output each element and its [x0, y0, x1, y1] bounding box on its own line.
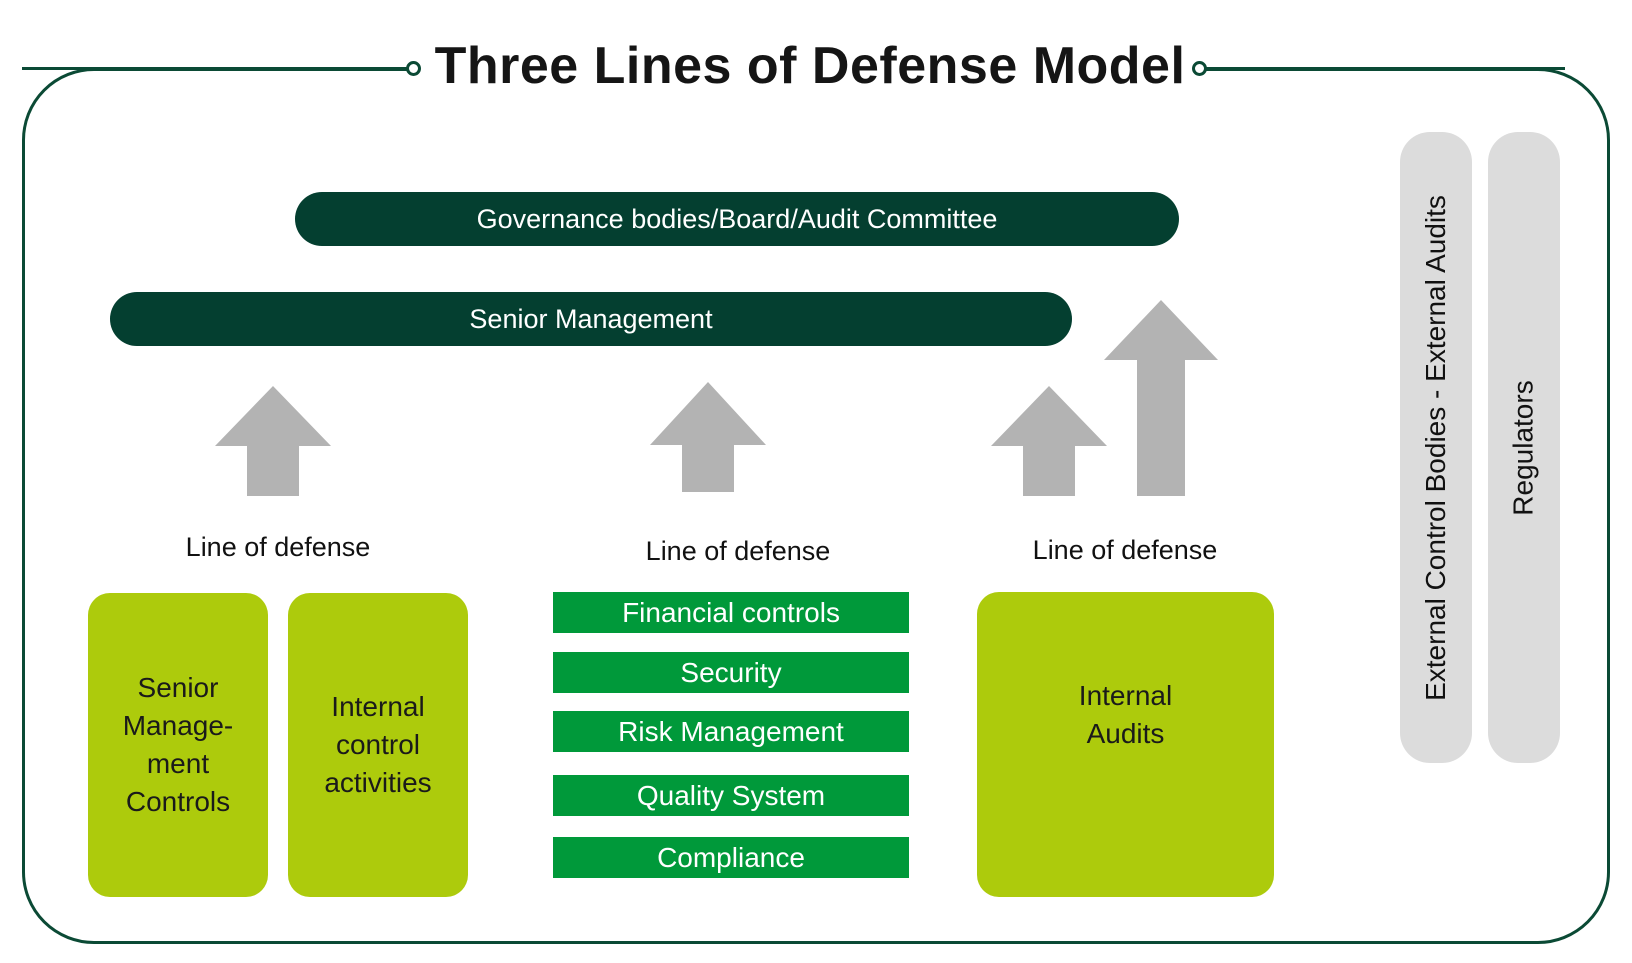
internal-control-activities-box: Internal control activities: [288, 593, 468, 897]
governance-bar: Governance bodies/Board/Audit Committee: [295, 192, 1179, 246]
title-line-left: [22, 67, 412, 70]
tall-arrow-up-icon: [1104, 300, 1218, 496]
second-line-item: Risk Management: [553, 711, 909, 752]
line-1-label: Line of defense: [185, 532, 371, 562]
second-line-item: Quality System: [553, 775, 909, 816]
second-line-item: Financial controls: [553, 592, 909, 633]
arrow-up-icon: [650, 382, 766, 492]
regulators-pill: Regulators: [1488, 132, 1560, 763]
external-control-bodies-pill: External Control Bodies - External Audit…: [1400, 132, 1472, 763]
title-dot-left: [406, 61, 421, 76]
line-2-label: Line of defense: [645, 536, 831, 566]
second-line-item: Security: [553, 652, 909, 693]
arrow-up-icon: [215, 386, 331, 496]
senior-management-bar: Senior Management: [110, 292, 1072, 346]
title-gap: [420, 55, 1200, 85]
title-line-right: [1205, 67, 1565, 70]
senior-management-controls-box: Senior Manage- ment Controls: [88, 593, 268, 897]
line-3-label: Line of defense: [1032, 535, 1218, 565]
external-control-bodies-label: External Control Bodies - External Audit…: [1420, 194, 1451, 701]
diagram-title: Three Lines of Defense Model: [434, 37, 1186, 95]
regulators-label: Regulators: [1508, 379, 1539, 516]
second-line-item: Compliance: [553, 837, 909, 878]
internal-audits-box: Internal Audits: [977, 592, 1274, 897]
arrow-up-icon: [991, 386, 1107, 496]
